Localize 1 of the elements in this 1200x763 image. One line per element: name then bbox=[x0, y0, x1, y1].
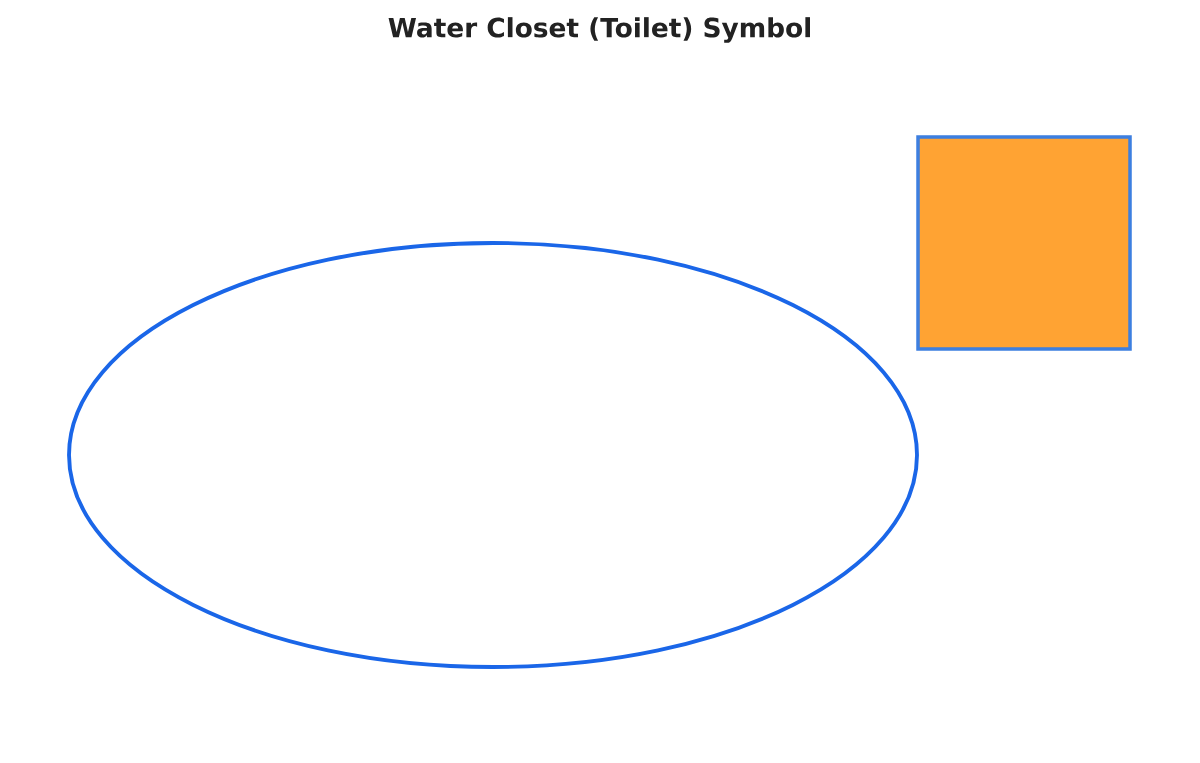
title: Water Closet (Toilet) Symbol bbox=[388, 17, 810, 43]
